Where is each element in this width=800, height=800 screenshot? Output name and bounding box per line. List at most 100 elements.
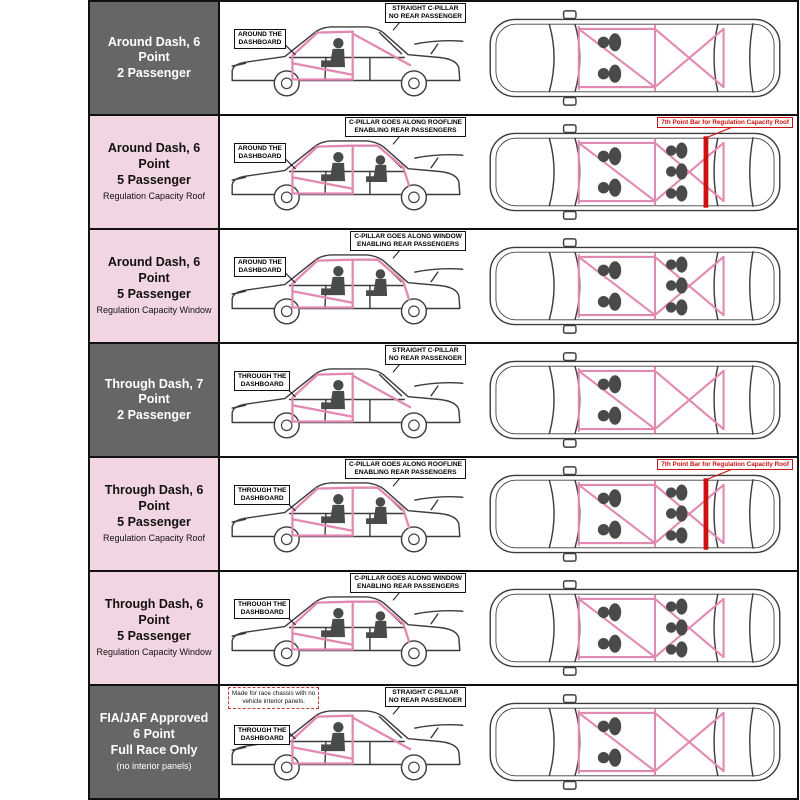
- side-view-wrap: THROUGH THE DASHBOARD STRAIGHT C-PILLAR …: [226, 345, 466, 455]
- row-label-line: Around Dash, 6 Point: [107, 255, 201, 285]
- row-label-subline: Regulation Capacity Roof: [102, 191, 206, 202]
- car-top-view-illustration: [482, 8, 788, 108]
- callout-text: NO REAR PASSENGER: [388, 13, 462, 21]
- row-label: Through Dash, 6 Point 5 Passenger Regula…: [90, 572, 220, 684]
- callout-text: THROUGH THE: [238, 373, 287, 380]
- callout-text: vehicle interior panels.: [242, 698, 305, 706]
- top-view-wrap: [482, 122, 788, 222]
- callout-text: THROUGH THE: [238, 487, 287, 494]
- c-pillar-callout: STRAIGHT C-PILLAR NO REAR PASSENGER: [384, 687, 466, 708]
- top-view-cell: [472, 572, 797, 684]
- top-view-cell: 7th Point Bar for Regulation Capacity Ro…: [472, 116, 797, 228]
- dashboard-callout: THROUGH THE DASHBOARD: [234, 485, 291, 506]
- row-label: Around Dash, 6 Point 5 Passenger Regulat…: [90, 230, 220, 342]
- car-top-view-illustration: [482, 578, 788, 678]
- row-label-subline: Regulation Capacity Window: [96, 647, 212, 658]
- callout-text: Made for race chassis with no: [232, 690, 316, 697]
- table-row: Through Dash, 6 Point 5 Passenger Regula…: [90, 572, 797, 686]
- callout-text: DASHBOARD: [238, 267, 282, 275]
- row-label-line: FIA/JAF Approved: [99, 711, 209, 726]
- side-view-wrap: THROUGH THE DASHBOARD C-PILLAR GOES ALON…: [226, 573, 466, 683]
- row-label-line: Full Race Only: [110, 742, 198, 757]
- car-top-view-illustration: [482, 692, 788, 792]
- side-view-wrap: AROUND THE DASHBOARD STRAIGHT C-PILLAR N…: [226, 3, 466, 113]
- row-label-line: Around Dash, 6 Point: [107, 34, 201, 65]
- top-view-cell: [472, 344, 797, 456]
- table-row: FIA/JAF Approved 6 Point Full Race Only …: [90, 686, 797, 798]
- side-view-cell: THROUGH THE DASHBOARD C-PILLAR GOES ALON…: [220, 458, 472, 570]
- top-view-wrap: [482, 578, 788, 678]
- row-label-line: 2 Passenger: [117, 407, 191, 422]
- dashboard-callout: THROUGH THE DASHBOARD: [234, 725, 291, 746]
- row-label-line: 5 Passenger: [117, 286, 191, 301]
- callout-text: DASHBOARD: [240, 381, 284, 389]
- top-view-wrap: [482, 236, 788, 336]
- side-view-cell: AROUND THE DASHBOARD C-PILLAR GOES ALONG…: [220, 230, 472, 342]
- row-label-subline: Regulation Capacity Roof: [102, 533, 206, 544]
- top-view-cell: [472, 686, 797, 798]
- callout-text: THROUGH THE: [238, 727, 287, 734]
- callout-text: DASHBOARD: [238, 39, 282, 47]
- side-view-wrap: AROUND THE DASHBOARD C-PILLAR GOES ALONG…: [226, 117, 466, 227]
- callout-text: THROUGH THE: [238, 601, 287, 608]
- top-view-cell: 7th Point Bar for Regulation Capacity Ro…: [472, 458, 797, 570]
- configuration-table: Around Dash, 6 Point 2 Passenger AROUND …: [88, 0, 799, 800]
- dashboard-callout: THROUGH THE DASHBOARD: [234, 371, 291, 392]
- table-row: Through Dash, 7 Point 2 Passenger THROUG…: [90, 344, 797, 458]
- side-view-cell: Made for race chassis with no vehicle in…: [220, 686, 472, 798]
- side-view-cell: AROUND THE DASHBOARD C-PILLAR GOES ALONG…: [220, 116, 472, 228]
- callout-text: C-PILLAR GOES ALONG ROOFLINE: [349, 119, 462, 126]
- top-view-wrap: [482, 350, 788, 450]
- callout-text: DASHBOARD: [240, 495, 284, 503]
- car-top-view-illustration: [482, 236, 788, 336]
- table-row: Around Dash, 6 Point 2 Passenger AROUND …: [90, 2, 797, 116]
- callout-text: AROUND THE: [238, 31, 282, 38]
- seventh-point-bar-note: 7th Point Bar for Regulation Capacity Ro…: [657, 459, 793, 470]
- side-view-wrap: AROUND THE DASHBOARD C-PILLAR GOES ALONG…: [226, 231, 466, 341]
- c-pillar-callout: STRAIGHT C-PILLAR NO REAR PASSENGER: [384, 3, 466, 24]
- c-pillar-callout: STRAIGHT C-PILLAR NO REAR PASSENGER: [384, 345, 466, 366]
- row-label: Around Dash, 6 Point 5 Passenger Regulat…: [90, 116, 220, 228]
- callout-text: DASHBOARD: [240, 735, 284, 743]
- table-row: Around Dash, 6 Point 5 Passenger Regulat…: [90, 230, 797, 344]
- top-view-wrap: [482, 692, 788, 792]
- dashboard-callout: AROUND THE DASHBOARD: [234, 29, 286, 50]
- callout-text: DASHBOARD: [238, 153, 282, 161]
- row-label-line: Around Dash, 6 Point: [107, 141, 201, 171]
- c-pillar-callout: C-PILLAR GOES ALONG WINDOW ENABLING REAR…: [350, 573, 466, 594]
- callout-text: NO REAR PASSENGER: [388, 697, 462, 705]
- row-label: Around Dash, 6 Point 2 Passenger: [90, 2, 220, 114]
- callout-text: ENABLING REAR PASSENGERS: [357, 583, 460, 591]
- callout-text: AROUND THE: [238, 259, 282, 266]
- top-view-wrap: [482, 8, 788, 108]
- side-view-cell: THROUGH THE DASHBOARD STRAIGHT C-PILLAR …: [220, 344, 472, 456]
- seventh-point-bar-overlay: [482, 464, 788, 564]
- row-label: Through Dash, 7 Point 2 Passenger: [90, 344, 220, 456]
- row-label-line: Through Dash, 6 Point: [104, 483, 204, 513]
- side-view-wrap: THROUGH THE DASHBOARD C-PILLAR GOES ALON…: [226, 459, 466, 569]
- row-label-line: 5 Passenger: [117, 172, 191, 187]
- c-pillar-callout: C-PILLAR GOES ALONG ROOFLINE ENABLING RE…: [345, 459, 466, 480]
- callout-text: STRAIGHT C-PILLAR: [392, 5, 459, 12]
- row-label: Through Dash, 6 Point 5 Passenger Regula…: [90, 458, 220, 570]
- callout-text: STRAIGHT C-PILLAR: [392, 347, 459, 354]
- row-label-subline: Regulation Capacity Window: [96, 305, 212, 316]
- row-label: FIA/JAF Approved 6 Point Full Race Only …: [90, 686, 220, 798]
- table-row: Through Dash, 6 Point 5 Passenger Regula…: [90, 458, 797, 572]
- row-label-line: 5 Passenger: [117, 628, 191, 643]
- row-label-subline: (no interior panels): [116, 761, 192, 772]
- side-view-wrap: Made for race chassis with no vehicle in…: [226, 687, 466, 797]
- row-label-line: Through Dash, 6 Point: [104, 597, 204, 627]
- top-view-wrap: [482, 464, 788, 564]
- c-pillar-callout: C-PILLAR GOES ALONG WINDOW ENABLING REAR…: [350, 231, 466, 252]
- top-view-cell: [472, 230, 797, 342]
- race-chassis-note: Made for race chassis with no vehicle in…: [228, 687, 320, 710]
- dashboard-callout: THROUGH THE DASHBOARD: [234, 599, 291, 620]
- row-label-line: Through Dash, 7 Point: [104, 376, 204, 407]
- table-row: Around Dash, 6 Point 5 Passenger Regulat…: [90, 116, 797, 230]
- side-view-cell: AROUND THE DASHBOARD STRAIGHT C-PILLAR N…: [220, 2, 472, 114]
- row-label-line: 2 Passenger: [117, 65, 191, 80]
- callout-text: C-PILLAR GOES ALONG WINDOW: [354, 233, 462, 240]
- callout-text: NO REAR PASSENGER: [388, 355, 462, 363]
